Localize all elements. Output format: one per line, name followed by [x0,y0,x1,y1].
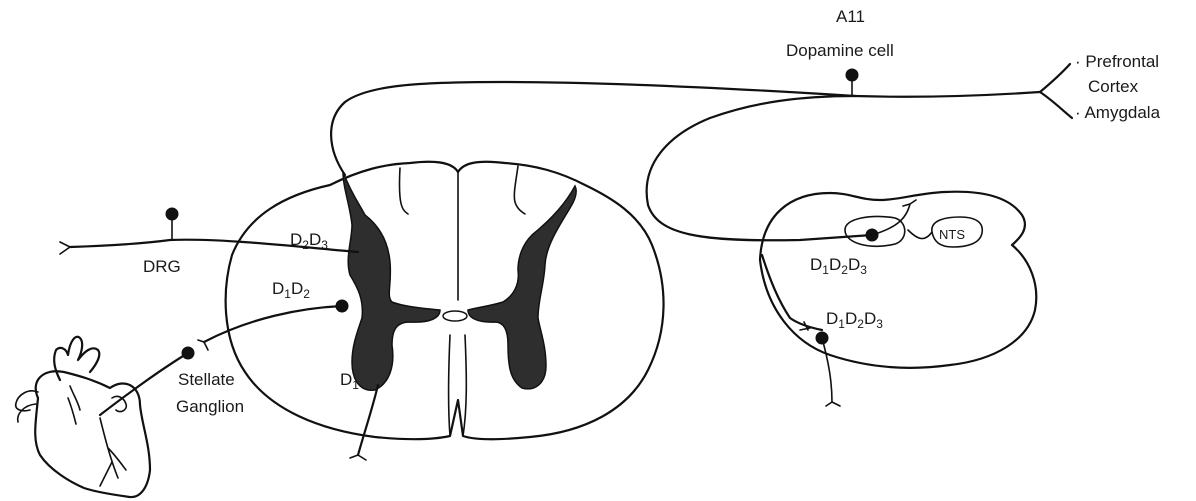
drg-label: DRG [143,257,181,276]
receptor-letter: D [864,309,876,328]
grey-matter-right [468,186,576,389]
receptor-letter: D [309,230,321,249]
receptor-subscript: 2 [303,287,310,301]
ventral-axon [358,385,378,455]
target-amygdala: · Amygdala [1075,103,1161,122]
target-branch-amygdala [1040,92,1072,118]
receptor-letter: D [845,309,857,328]
a11-medullary-branch [647,96,872,240]
nts-connector [908,230,932,239]
heart-aorta [54,337,99,380]
a11-subtitle: Dopamine cell [786,41,894,60]
receptor-letter: D [272,279,284,298]
nts-label: NTS [939,227,965,242]
grey-matter-left [343,172,440,390]
target-prefrontal-2: Cortex [1088,77,1139,96]
drg-cell-body [166,208,178,220]
medulla-receptors-2: D1D2D3 [826,309,883,331]
stellate-label-1: Stellate [178,370,235,389]
sympathetic-pathway [100,300,378,460]
postganglionic-axon [100,353,188,415]
medulla-section: NTS [760,192,1036,368]
preganglionic-axon [204,306,342,342]
spinal-cord-section [226,162,664,439]
dorsal-column-left [399,168,458,300]
receptor-subscript: 1 [352,378,359,392]
a11-descending-axon [331,82,855,175]
heart-illustration [16,337,150,497]
receptor-letter: D [340,370,352,389]
ventral-fissure [449,335,467,436]
receptor-letter: D [810,255,822,274]
stellate-label-2: Ganglion [176,397,244,416]
target-branch-prefrontal [1040,64,1070,92]
receptor-letter: D [290,230,302,249]
receptor-letter: D [848,255,860,274]
medulla-neuron-2-terminal [826,402,840,406]
medullary-neurons [800,200,916,406]
heart-left-vessel [68,386,80,424]
receptor-subscript: 3 [860,263,867,277]
receptor-letter: D [826,309,838,328]
receptor-subscript: 3 [321,238,328,252]
dorsal-column-right [514,166,525,214]
ilc-receptors: D1D2 [272,279,310,301]
drg-peripheral-terminal [60,242,70,254]
a11-cell-body [846,69,858,81]
medulla-receptors-1: D1D2D3 [810,255,867,277]
medulla-outline [760,192,1036,368]
dorsal-horn-receptors: D2D3 [290,230,328,252]
target-prefrontal-1: · Prefrontal [1075,52,1159,71]
receptor-subscript: 3 [876,317,883,331]
heart-coronary [100,418,126,486]
a11-title: A11 [836,7,865,26]
spinal-cord-outline [226,162,664,439]
receptor-letter: D [829,255,841,274]
a11-projection [331,64,1072,330]
heart-vessels [16,391,38,422]
central-canal [443,311,467,321]
ventral-axon-terminal [350,455,366,460]
medulla-neuron-2-axon [822,338,832,402]
a11-rostral-axon [855,92,1040,97]
receptor-letter: D [291,279,303,298]
